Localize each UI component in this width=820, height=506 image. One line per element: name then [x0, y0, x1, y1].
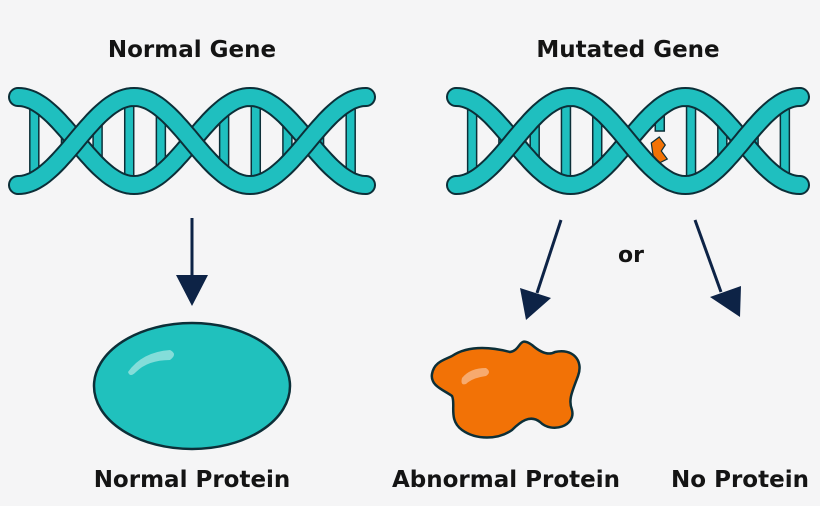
base-pair-rung [685, 96, 697, 186]
mutated-dna-helix [446, 86, 810, 196]
arrow-normal-to-protein [176, 218, 208, 306]
base-pair-rung [250, 96, 262, 186]
or-label: or [618, 243, 644, 268]
dna-strand-b [448, 88, 808, 194]
abnormal-protein-label: Abnormal Protein [391, 467, 621, 493]
normal-protein-label: Normal Protein [93, 467, 291, 493]
normal-protein-shape [92, 321, 292, 451]
abnormal-protein-shape [430, 340, 581, 439]
base-pair-rung [560, 96, 572, 186]
no-protein-label: No Protein [671, 467, 809, 493]
dna-strand-b [10, 88, 374, 194]
normal-dna-helix [8, 86, 376, 196]
arrow-mutated-to-abnormal [520, 219, 563, 320]
normal-gene-title: Normal Gene [107, 37, 277, 63]
base-pair-rung [123, 96, 135, 186]
arrow-mutated-to-none [693, 219, 741, 317]
mutated-gene-title: Mutated Gene [536, 37, 720, 63]
